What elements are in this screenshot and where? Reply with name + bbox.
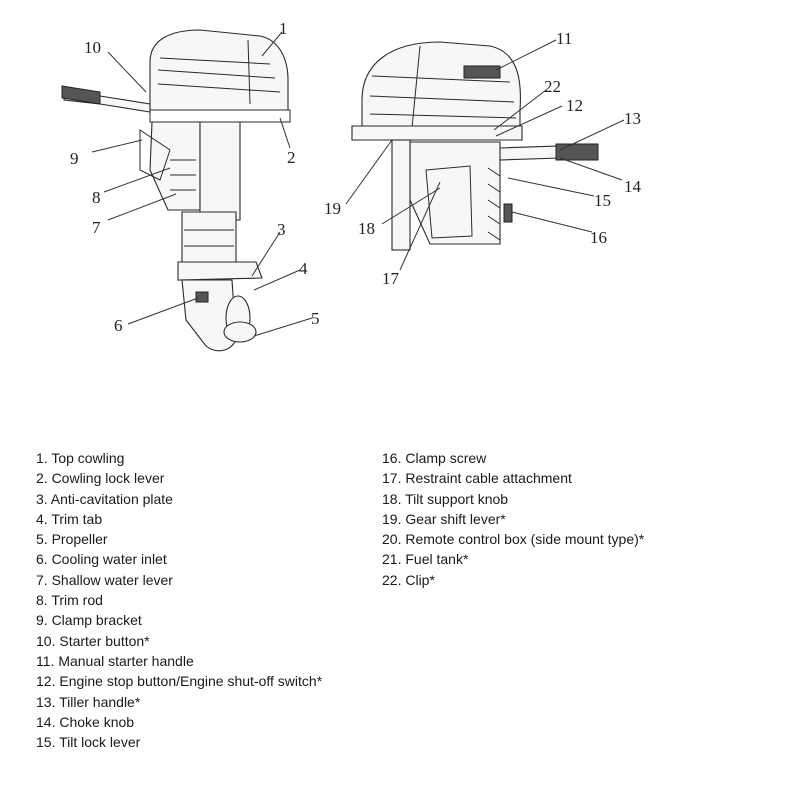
legend-item: 21. Fuel tank* <box>382 551 469 568</box>
callout-labels: 1 2 3 4 5 6 7 8 9 10 11 12 13 14 15 16 1… <box>70 19 642 335</box>
legend-item: 6. Cooling water inlet <box>36 551 167 568</box>
parts-legend-left: 1. Top cowling 2. Cowling lock lever 3. … <box>36 448 322 752</box>
left-motor-drawing <box>61 29 291 352</box>
callout-4: 4 <box>299 259 308 278</box>
callout-9: 9 <box>70 149 79 168</box>
legend-item: 16. Clamp screw <box>382 450 487 466</box>
right-motor-drawing <box>351 41 599 251</box>
parts-legend-right: 16. Clamp screw 17. Restraint cable atta… <box>382 448 644 590</box>
callout-6: 6 <box>114 316 123 335</box>
legend-item: 3. Anti-cavitation plate <box>36 490 173 507</box>
legend-item: 22. Clip* <box>382 571 435 588</box>
callout-3: 3 <box>277 220 286 239</box>
callout-15: 15 <box>594 191 611 210</box>
legend-item: 12. Engine stop button/Engine shut-off s… <box>36 673 323 690</box>
callout-19: 19 <box>324 199 341 218</box>
callout-17: 17 <box>382 269 400 288</box>
callout-10: 10 <box>84 38 101 57</box>
legend-item: 15. Tilt lock lever <box>36 734 141 751</box>
legend-item: 7. Shallow water lever <box>36 571 173 588</box>
legend-item: 11. Manual starter handle <box>36 652 194 669</box>
legend-item: 19. Gear shift lever* <box>382 510 506 527</box>
callout-8: 8 <box>92 188 101 207</box>
callout-16: 16 <box>590 228 607 247</box>
callout-12: 12 <box>566 96 583 115</box>
callout-22: 22 <box>544 77 561 96</box>
legend-item: 18. Tilt support knob <box>382 490 509 507</box>
legend-item: 17. Restraint cable attachment <box>382 470 572 487</box>
callout-14: 14 <box>624 177 642 196</box>
legend-item: 1. Top cowling <box>36 450 125 466</box>
callout-1: 1 <box>279 19 288 38</box>
leader-lines <box>91 31 625 337</box>
legend-item: 14. Choke knob <box>36 713 135 730</box>
callout-7: 7 <box>92 218 101 237</box>
legend-item: 2. Cowling lock lever <box>36 470 165 487</box>
legend-item: 13. Tiller handle* <box>36 693 141 710</box>
legend-item: 5. Propeller <box>36 531 108 548</box>
legend-item: 9. Clamp bracket <box>36 612 142 629</box>
callout-18: 18 <box>358 219 375 238</box>
callout-2: 2 <box>287 148 296 167</box>
legend-item: 8. Trim rod <box>36 592 103 609</box>
callout-5: 5 <box>311 309 320 328</box>
legend-item: 4. Trim tab <box>36 510 103 527</box>
legend-item: 10. Starter button* <box>36 632 150 649</box>
callout-13: 13 <box>624 109 641 128</box>
callout-11: 11 <box>556 29 572 48</box>
outboard-motor-diagram: 1 2 3 4 5 6 7 8 9 10 11 12 13 14 15 16 1… <box>61 19 642 352</box>
legend-item: 20. Remote control box (side mount type)… <box>382 531 645 548</box>
